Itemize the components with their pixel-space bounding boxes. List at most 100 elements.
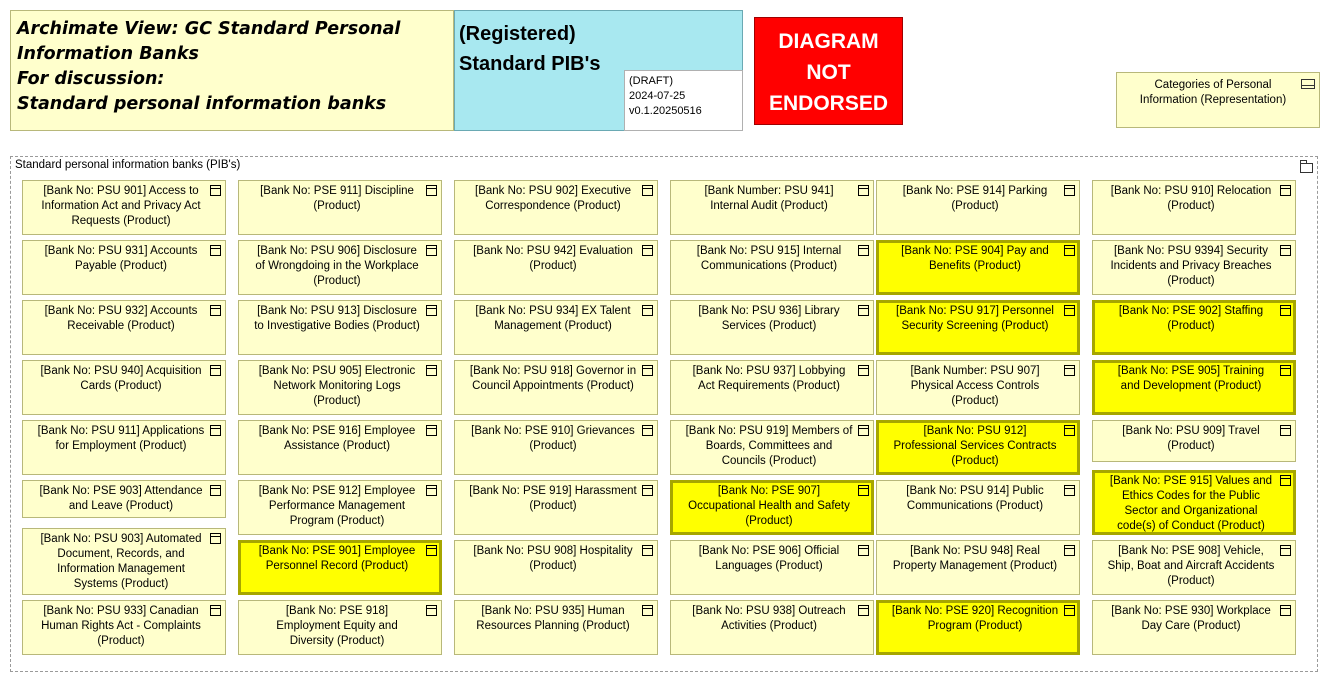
product-box[interactable]: [Bank No: PSU 901] Access to Information…	[22, 180, 226, 235]
product-box[interactable]: [Bank No: PSU 918] Governor in Council A…	[454, 360, 658, 415]
not-endorsed-line: ENDORSED	[768, 92, 889, 115]
product-box[interactable]: [Bank No: PSU 938] Outreach Activities (…	[670, 600, 874, 655]
product-box[interactable]: [Bank No: PSE 916] Employee Assistance (…	[238, 420, 442, 475]
product-box[interactable]: [Bank No: PSE 930] Workplace Day Care (P…	[1092, 600, 1296, 655]
product-icon	[426, 485, 437, 496]
not-endorsed-banner[interactable]: DIAGRAM NOT ENDORSED	[754, 17, 903, 125]
product-icon	[858, 545, 869, 556]
product-icon	[858, 365, 869, 376]
product-icon	[642, 605, 653, 616]
product-box[interactable]: [Bank No: PSE 911] Discipline (Product)	[238, 180, 442, 235]
product-icon	[642, 425, 653, 436]
product-box[interactable]: [Bank No: PSU 917] Personnel Security Sc…	[876, 300, 1080, 355]
product-box[interactable]: [Bank No: PSE 906] Official Languages (P…	[670, 540, 874, 595]
product-box[interactable]: [Bank No: PSE 918] Employment Equity and…	[238, 600, 442, 655]
product-icon	[1280, 185, 1291, 196]
product-icon	[858, 245, 869, 256]
product-box[interactable]: [Bank No: PSU 908] Hospitality (Product)	[454, 540, 658, 595]
product-box[interactable]: [Bank No: PSU 936] Library Services (Pro…	[670, 300, 874, 355]
product-box[interactable]: [Bank No: PSU 931] Accounts Payable (Pro…	[22, 240, 226, 295]
product-box[interactable]: [Bank No: PSE 920] Recognition Program (…	[876, 600, 1080, 655]
product-label: [Bank No: PSU 933] Canadian Human Rights…	[41, 605, 201, 647]
product-box[interactable]: [Bank Number: PSU 907] Physical Access C…	[876, 360, 1080, 415]
product-box[interactable]: [Bank No: PSU 909] Travel (Product)	[1092, 420, 1296, 462]
product-icon	[642, 185, 653, 196]
product-label: [Bank No: PSU 911] Applications for Empl…	[37, 425, 205, 452]
product-icon	[858, 185, 869, 196]
product-box[interactable]: [Bank No: PSU 933] Canadian Human Rights…	[22, 600, 226, 655]
product-label: [Bank No: PSU 912] Professional Services…	[893, 425, 1057, 467]
product-label: [Bank No: PSE 908] Vehicle, Ship, Boat a…	[1107, 545, 1275, 587]
product-icon	[210, 185, 221, 196]
product-box[interactable]: [Bank No: PSU 912] Professional Services…	[876, 420, 1080, 475]
product-box[interactable]: [Bank No: PSE 904] Pay and Benefits (Pro…	[876, 240, 1080, 295]
view-title-line: Archimate View: GC Standard Personal	[17, 19, 401, 39]
product-box[interactable]: [Bank No: PSU 915] Internal Communicatio…	[670, 240, 874, 295]
product-label: [Bank No: PSU 903] Automated Document, R…	[40, 533, 202, 590]
product-label: [Bank No: PSE 914] Parking (Product)	[902, 185, 1048, 212]
not-endorsed-line: NOT	[806, 61, 851, 84]
product-box[interactable]: [Bank No: PSU 932] Accounts Receivable (…	[22, 300, 226, 355]
product-box[interactable]: [Bank No: PSU 9394] Security Incidents a…	[1092, 240, 1296, 295]
product-box[interactable]: [Bank No: PSU 906] Disclosure of Wrongdo…	[238, 240, 442, 295]
product-box[interactable]: [Bank No: PSU 948] Real Property Managem…	[876, 540, 1080, 595]
product-box[interactable]: [Bank No: PSE 912] Employee Performance …	[238, 480, 442, 535]
product-box[interactable]: [Bank No: PSU 903] Automated Document, R…	[22, 528, 226, 595]
product-box[interactable]: [Bank No: PSU 934] EX Talent Management …	[454, 300, 658, 355]
product-icon	[1280, 545, 1291, 556]
product-icon	[426, 365, 437, 376]
product-label: [Bank No: PSE 920] Recognition Program (…	[891, 605, 1059, 632]
product-icon	[210, 245, 221, 256]
product-label: [Bank No: PSE 919] Harassment (Product)	[469, 485, 637, 512]
product-box[interactable]: [Bank No: PSU 942] Evaluation (Product)	[454, 240, 658, 295]
product-box[interactable]: [Bank No: PSE 919] Harassment (Product)	[454, 480, 658, 535]
view-title-note[interactable]: Archimate View: GC Standard Personal Inf…	[10, 10, 454, 131]
product-icon	[1064, 485, 1075, 496]
product-label: [Bank No: PSU 938] Outreach Activities (…	[692, 605, 846, 632]
product-icon	[1064, 305, 1075, 316]
representation-icon	[1301, 79, 1315, 89]
draft-line: 2024-07-25	[629, 90, 686, 102]
product-box[interactable]: [Bank No: PSE 914] Parking (Product)	[876, 180, 1080, 235]
product-box[interactable]: [Bank No: PSE 902] Staffing (Product)	[1092, 300, 1296, 355]
draft-line: v0.1.20250516	[629, 105, 702, 117]
product-label: [Bank No: PSU 917] Personnel Security Sc…	[896, 305, 1054, 332]
product-box[interactable]: [Bank No: PSU 911] Applications for Empl…	[22, 420, 226, 475]
product-box[interactable]: [Bank No: PSU 919] Members of Boards, Co…	[670, 420, 874, 475]
product-box[interactable]: [Bank Number: PSU 941] Internal Audit (P…	[670, 180, 874, 235]
product-icon	[426, 305, 437, 316]
product-label: [Bank No: PSU 910] Relocation (Product)	[1110, 185, 1272, 212]
draft-version-note[interactable]: (DRAFT) 2024-07-25 v0.1.20250516	[624, 70, 743, 131]
product-icon	[858, 425, 869, 436]
product-icon	[1064, 545, 1075, 556]
product-box[interactable]: [Bank No: PSE 907] Occupational Health a…	[670, 480, 874, 535]
product-box[interactable]: [Bank No: PSU 902] Executive Corresponde…	[454, 180, 658, 235]
product-box[interactable]: [Bank No: PSE 901] Employee Personnel Re…	[238, 540, 442, 595]
product-box[interactable]: [Bank No: PSE 910] Grievances (Product)	[454, 420, 658, 475]
product-box[interactable]: [Bank No: PSU 910] Relocation (Product)	[1092, 180, 1296, 235]
product-label: [Bank No: PSU 935] Human Resources Plann…	[476, 605, 630, 632]
product-label: [Bank No: PSE 910] Grievances (Product)	[471, 425, 635, 452]
product-box[interactable]: [Bank No: PSU 913] Disclosure to Investi…	[238, 300, 442, 355]
product-box[interactable]: [Bank No: PSE 908] Vehicle, Ship, Boat a…	[1092, 540, 1296, 595]
product-box[interactable]: [Bank No: PSE 905] Training and Developm…	[1092, 360, 1296, 415]
product-icon	[210, 605, 221, 616]
product-icon	[1064, 185, 1075, 196]
product-box[interactable]: [Bank No: PSE 915] Values and Ethics Cod…	[1092, 470, 1296, 535]
product-box[interactable]: [Bank No: PSU 937] Lobbying Act Requirem…	[670, 360, 874, 415]
product-label: [Bank No: PSE 902] Staffing (Product)	[1118, 305, 1264, 332]
product-box[interactable]: [Bank No: PSU 905] Electronic Network Mo…	[238, 360, 442, 415]
product-box[interactable]: [Bank No: PSU 940] Acquisition Cards (Pr…	[22, 360, 226, 415]
product-label: [Bank No: PSU 908] Hospitality (Product)	[473, 545, 633, 572]
product-label: [Bank No: PSU 936] Library Services (Pro…	[698, 305, 840, 332]
product-label: [Bank No: PSU 918] Governor in Council A…	[469, 365, 637, 392]
product-box[interactable]: [Bank No: PSU 935] Human Resources Plann…	[454, 600, 658, 655]
product-label: [Bank No: PSU 906] Disclosure of Wrongdo…	[255, 245, 419, 287]
product-box[interactable]: [Bank No: PSU 914] Public Communications…	[876, 480, 1080, 535]
product-label: [Bank No: PSU 931] Accounts Payable (Pro…	[44, 245, 198, 272]
product-label: [Bank No: PSE 901] Employee Personnel Re…	[258, 545, 416, 572]
product-box[interactable]: [Bank No: PSE 903] Attendance and Leave …	[22, 480, 226, 518]
categories-representation[interactable]: Categories of Personal Information (Repr…	[1116, 72, 1320, 128]
pib-group[interactable]: Standard personal information banks (PIB…	[10, 156, 1318, 672]
product-icon	[642, 485, 653, 496]
